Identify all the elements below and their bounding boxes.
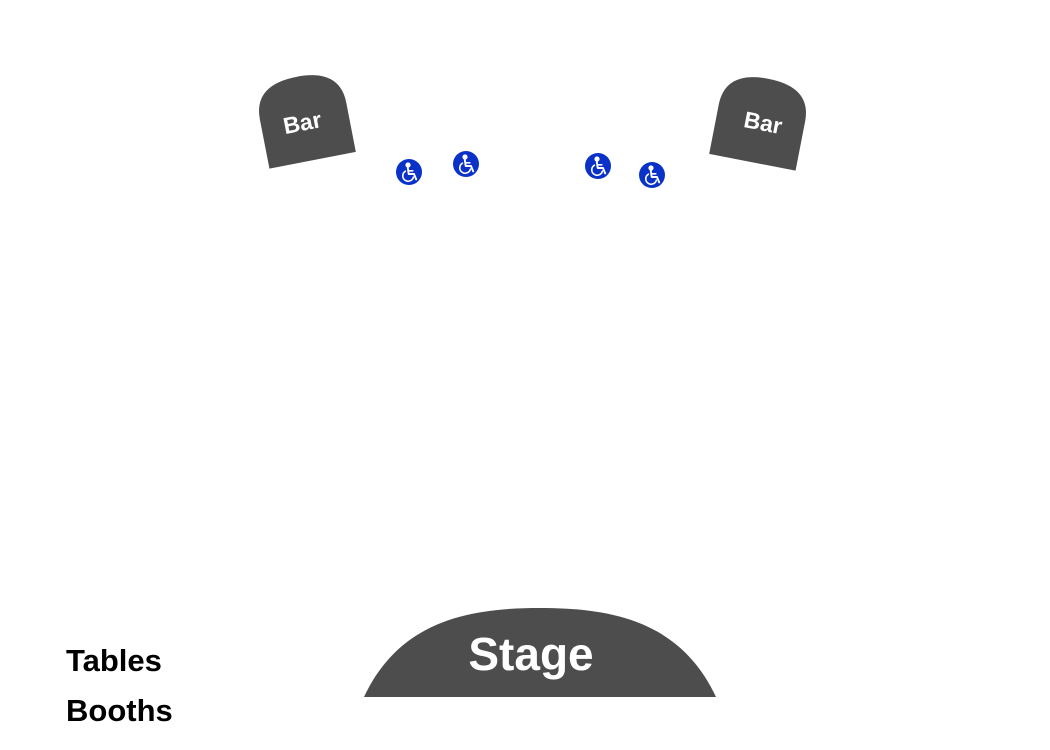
legend-item-tables[interactable]: Tables <box>66 643 162 678</box>
stage-label: Stage <box>468 628 593 680</box>
bar-right[interactable]: Bar <box>709 70 812 171</box>
bar-right-shape <box>709 77 806 171</box>
bar-left-shape <box>259 75 356 169</box>
stage[interactable]: Stage <box>364 608 716 697</box>
legend-item-booths[interactable]: Booths <box>66 693 173 728</box>
accessible-seat-2[interactable] <box>453 151 479 177</box>
bar-left[interactable]: Bar <box>253 68 356 169</box>
accessible-seat-4[interactable] <box>639 162 665 188</box>
legend: Tables Booths <box>66 636 173 736</box>
accessible-seat-3[interactable] <box>585 153 611 179</box>
accessible-seat-1[interactable] <box>396 159 422 185</box>
stage-shape <box>364 608 716 697</box>
